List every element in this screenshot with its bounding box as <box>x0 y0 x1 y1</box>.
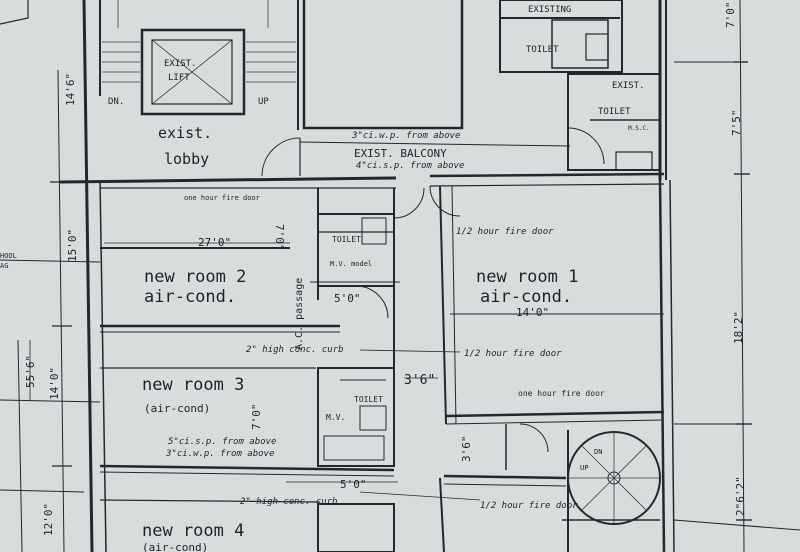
dim-right-262: 2"6'2" <box>734 476 747 516</box>
dim-36b: 3'6" <box>460 436 473 463</box>
room1-label-b: air-cond. <box>480 287 572 307</box>
room2-label-b: air-cond. <box>144 287 236 307</box>
mv-mid-label: M.V. model <box>330 260 372 268</box>
school-label: HOOL <box>0 252 17 260</box>
passage-label: A.C. passage <box>294 278 305 350</box>
existing-label: EXISTING <box>528 5 571 15</box>
labels: EXISTING TOILET EXIST. TOILET M.S.C. EXI… <box>0 2 747 552</box>
balcony-label: EXIST. BALCONY <box>354 147 447 160</box>
school-label-2: AG <box>0 262 8 270</box>
dim-36: 3'6" <box>404 373 435 388</box>
toilet-top-label: TOILET <box>526 45 559 55</box>
room4-label-b: (air-cond) <box>142 541 208 552</box>
exist-toilet-label-2: TOILET <box>598 107 631 117</box>
dim-left-120: 12'0" <box>42 503 55 536</box>
dim-7b: 7'0" <box>250 404 263 431</box>
toilet-small-label: M.S.C. <box>628 125 650 132</box>
room3-label-a: new room 3 <box>142 375 244 395</box>
dim-right-70: 7'0" <box>724 2 737 29</box>
exist-toilet-label-1: EXIST. <box>612 81 645 91</box>
dim-right-75: 7'5" <box>730 110 743 137</box>
room3-label-b: (air-cond) <box>144 402 210 415</box>
room2-label-a: new room 2 <box>144 267 246 287</box>
half-hour-door-note-mid: 1/2 hour fire door <box>464 349 562 359</box>
toilet-low-label: TOILET <box>354 395 383 404</box>
one-hour-door-note-b: one hour fire door <box>518 389 605 398</box>
dim-left-140: 14'0" <box>48 367 61 400</box>
room4-label-a: new room 4 <box>142 521 244 541</box>
dn-label: DN. <box>108 97 124 107</box>
dim-right-182: 18'2" <box>732 311 745 344</box>
lobby-label-2: lobby <box>164 150 209 168</box>
pipe-low-note-2: 3"ci.w.p. from above <box>165 449 274 459</box>
up-label: UP <box>258 97 269 107</box>
lobby-label-1: exist. <box>158 124 212 142</box>
one-hour-door-note-a: one hour fire door <box>184 194 260 202</box>
half-hour-door-note-top: 1/2 hour fire door <box>456 227 554 237</box>
room1-label-a: new room 1 <box>476 267 578 287</box>
dim-left-146: 14'6" <box>64 73 77 106</box>
half-hour-door-note-low: 1/2 hour fire door <box>480 501 578 511</box>
stair-dn-label: DN <box>594 448 602 456</box>
dim-left-556: 55'6" <box>24 355 37 388</box>
dim-27: 27'0" <box>198 236 231 249</box>
pipe-above-note: 3"ci.w.p. from above <box>351 131 460 141</box>
lift-label-2: LIFT <box>168 73 190 83</box>
pipe-above-note-2: 4"ci.s.p. from above <box>356 161 464 171</box>
lift-label-1: EXIST. <box>164 59 197 69</box>
pipe-low-note-1: 5"ci.s.p. from above <box>168 437 276 447</box>
dim-14: 14'0" <box>516 306 549 319</box>
dim-left-150: 15'0" <box>66 229 79 262</box>
mv-low-label: M.V. <box>326 413 345 422</box>
stair-up-label: UP <box>580 464 588 472</box>
dim-5: 5'0" <box>334 292 361 305</box>
dim-5b: 5'0" <box>340 478 367 491</box>
dim-7: 7'0" <box>273 224 286 251</box>
curb-note-2: 2" high conc. curb <box>240 497 338 507</box>
toilet-mid-label: TOILET <box>332 235 361 244</box>
curb-note-1: 2" high conc. curb <box>246 345 344 355</box>
